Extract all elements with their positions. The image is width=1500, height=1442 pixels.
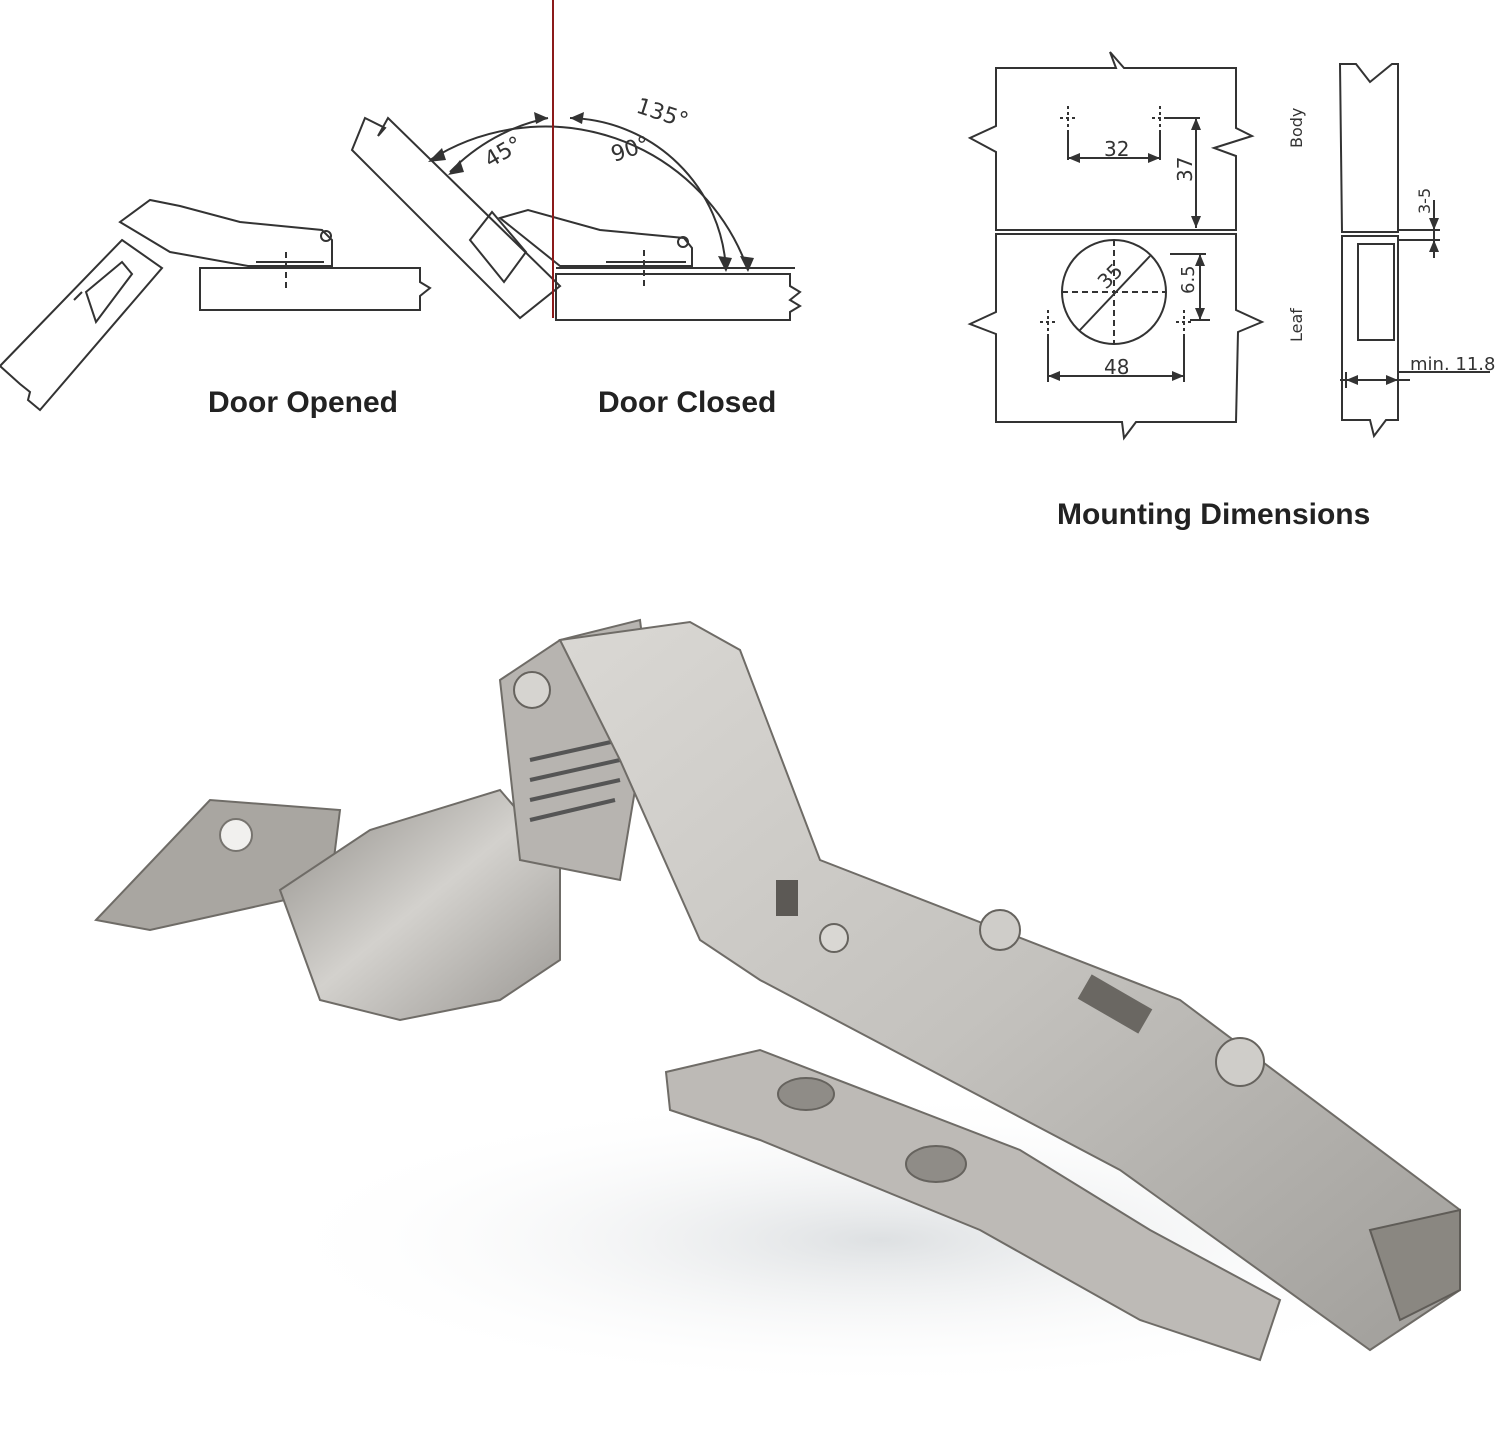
arm-slot xyxy=(776,880,798,916)
spring-coil xyxy=(529,738,621,822)
dim-37-label: 37 xyxy=(1173,157,1197,182)
hinge-knuckle xyxy=(498,618,652,882)
mounting-dimensions-caption: Mounting Dimensions xyxy=(1057,498,1371,531)
floor-shadow xyxy=(260,1090,1500,1390)
door-opened-drawing xyxy=(0,198,432,412)
dim-3-5-label: 3-5 xyxy=(1415,188,1434,214)
flange-hole-icon xyxy=(219,818,253,852)
door-closed-caption: Door Closed xyxy=(598,386,777,419)
mounting-plate xyxy=(664,1048,1282,1362)
leaf-label: Leaf xyxy=(1287,308,1306,342)
hinge-cup xyxy=(278,788,561,1022)
dim-6-5-label: 6.5 xyxy=(1178,265,1199,294)
body-label: Body xyxy=(1287,108,1306,148)
angle-45-label: 45° xyxy=(481,132,527,173)
door-opened-caption: Door Opened xyxy=(208,386,399,419)
dim-32-label: 32 xyxy=(1104,137,1129,161)
arm-end-face xyxy=(1368,1208,1461,1322)
plate-hole-icon xyxy=(777,1077,835,1111)
arm-rivet-icon xyxy=(819,923,849,953)
dim-min-label: min. 11.8 xyxy=(1410,354,1495,375)
angle-135-label: 135° xyxy=(633,94,691,134)
arm-window xyxy=(1077,974,1153,1034)
pivot-rivet-icon xyxy=(513,671,551,709)
cup-flange xyxy=(94,798,342,932)
adjustment-screw-icon xyxy=(979,909,1021,951)
plate-hole-icon xyxy=(905,1145,967,1183)
technical-drawings: 135° 90° 45° xyxy=(0,0,1495,441)
dim-48-label: 48 xyxy=(1104,355,1129,379)
pivot-rivet-icon xyxy=(605,705,639,739)
hinge-arm xyxy=(558,620,1461,1352)
mounting-dimensions-drawing xyxy=(967,51,1490,441)
adjustment-screw-icon xyxy=(1215,1037,1265,1087)
door-closed-drawing xyxy=(350,116,802,321)
dim-35-label: 35 xyxy=(1093,259,1128,294)
